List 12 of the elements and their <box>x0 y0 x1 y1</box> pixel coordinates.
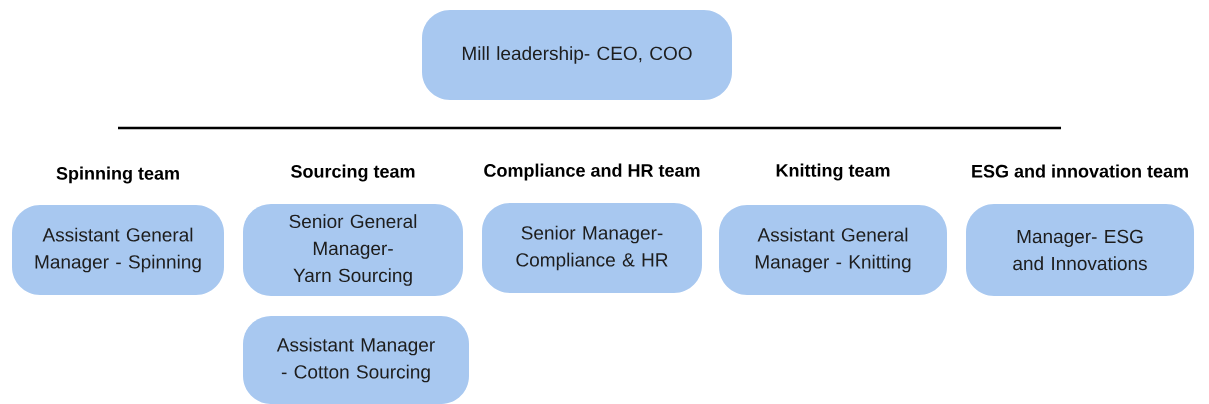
team-heading: Spinning team <box>56 166 179 184</box>
role-box: Senior Manager- Compliance & HR <box>482 203 702 293</box>
role-box: Senior General Manager- Yarn Sourcing <box>243 204 463 296</box>
role-box: Assistant General Manager - Spinning <box>12 205 224 295</box>
team-heading: Knitting team <box>776 163 890 181</box>
team-heading: Sourcing team <box>291 164 415 182</box>
role-box: Manager- ESG and Innovations <box>966 204 1194 296</box>
team-heading: Compliance and HR team <box>484 163 700 181</box>
role-box: Assistant General Manager - Knitting <box>719 205 947 295</box>
team-heading: ESG and innovation team <box>972 164 1188 178</box>
role-box: Assistant Manager - Cotton Sourcing <box>243 316 469 404</box>
role-box: Mill leadership- CEO, COO <box>422 10 732 100</box>
